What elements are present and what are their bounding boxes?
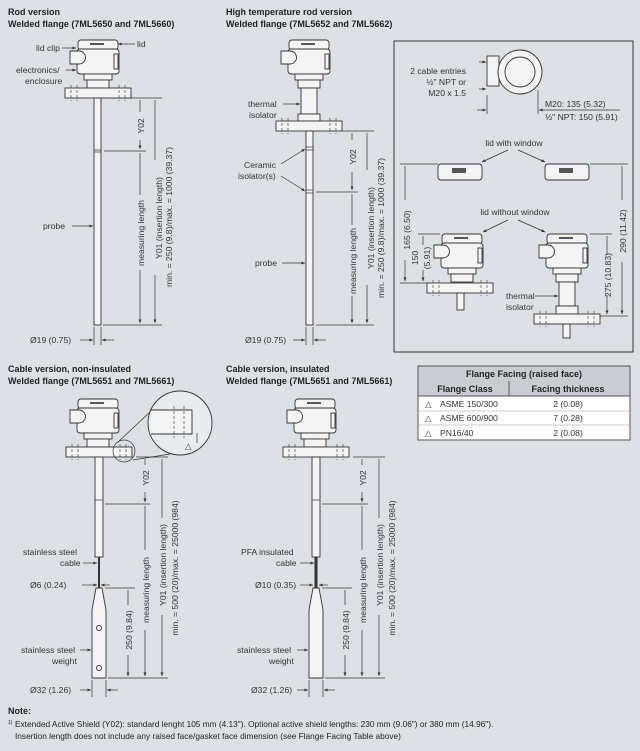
dim-weight-diameter: Ø32 (1.26) [30, 685, 71, 695]
label-isolator: isolator [249, 110, 277, 120]
cable-noninsulated-panel: Cable version, non-insulated Welded flan… [8, 364, 213, 697]
table-row: △ PN16/40 2 (0.08) [425, 428, 583, 438]
probe-rod [93, 97, 102, 326]
dim-weight-length: 250 (9.84) [341, 610, 351, 649]
hightemp-title: High temperature rod version [226, 7, 352, 17]
label-probe: probe [43, 221, 65, 231]
cell-thickness: 7 (0.28) [553, 413, 583, 423]
note-footnote-mark: 1) [8, 720, 13, 726]
dim-y01: Y01 (insertion length) [158, 524, 168, 606]
label-weight-2: weight [51, 656, 77, 666]
high-temp-rod-panel: High temperature rod version Welded flan… [226, 7, 392, 345]
note-label: Note: [8, 706, 31, 716]
cell-class: ASME 150/300 [440, 399, 498, 409]
label-ceramic-isolators: isolator(s) [238, 171, 276, 181]
label-npt: ½" NPT or [426, 77, 466, 87]
probe-rod [305, 130, 314, 326]
label-thermal: thermal [248, 99, 277, 109]
label-thermal: thermal [506, 291, 535, 301]
delta-symbol: △ [425, 413, 432, 423]
dim-y01: Y01 (insertion length) [154, 177, 164, 259]
thermal-isolator [300, 87, 318, 115]
dim-measuring-length: measuring length [348, 228, 358, 294]
table-header-thickness: Facing thickness [531, 384, 604, 394]
cable-ins-subtitle: Welded flange (7ML5651 and 7ML5661) [226, 376, 392, 386]
label-lid-with-window: lid with window [485, 138, 543, 148]
dim-290: 290 (11.42) [618, 209, 628, 252]
dim-weight-diameter: Ø32 (1.26) [251, 685, 292, 695]
cable-ni-title: Cable version, non-insulated [8, 364, 131, 374]
flange-facing-table: Flange Facing (raised face) Flange Class… [417, 365, 631, 441]
label-cable: stainless steel [23, 547, 77, 557]
dim-weight-length: 250 (9.84) [124, 610, 134, 649]
dim-150-inch: (5.91) [422, 247, 432, 270]
enclosure-dimensions-box: 2 cable entries ½" NPT or M20 x 1.5 M20:… [393, 40, 634, 353]
label-electronics: electronics/ [16, 65, 60, 75]
label-isolator: isolator [506, 302, 534, 312]
dim-275: 275 (10.83) [603, 253, 613, 297]
dim-y02: Y02 [348, 149, 358, 165]
label-lid: lid [137, 39, 146, 49]
dim-npt: ½" NPT: 150 (5.91) [545, 112, 618, 122]
dim-y02: Y02 [141, 470, 151, 486]
dim-cable-diameter: Ø6 (0.24) [30, 580, 66, 590]
label-cable: PFA insulated [241, 547, 294, 557]
table-title: Flange Facing (raised face) [466, 369, 582, 379]
label-weight: stainless steel [21, 645, 75, 655]
dim-range: min. = 250 (9.8)/max. = 1000 (39.37) [376, 158, 386, 298]
dim-range: min. = 500 (20)/max. = 25000 (984) [387, 500, 397, 635]
dim-measuring-length: measuring length [141, 557, 151, 623]
enclosure-drawing [69, 39, 120, 89]
label-weight-2: weight [268, 656, 294, 666]
cable-ni-subtitle: Welded flange (7ML5651 and 7ML5661) [8, 376, 174, 386]
label-weight: stainless steel [237, 645, 291, 655]
dim-y01: Y01 (insertion length) [375, 524, 385, 606]
dim-y01: Y01 (insertion length) [366, 187, 376, 269]
label-lid-without-window: lid without window [480, 207, 550, 217]
stainless-weight [308, 587, 324, 679]
dim-measuring-length: measuring length [136, 200, 146, 266]
cable-insulated-panel: Cable version, insulated Welded flange (… [226, 364, 397, 697]
rod-title: Rod version [8, 7, 60, 17]
cell-thickness: 2 (0.08) [553, 428, 583, 438]
cell-class: ASME 600/900 [440, 413, 498, 423]
label-cable-2: cable [276, 558, 297, 568]
cell-class: PN16/40 [440, 428, 474, 438]
table-row: △ ASME 150/300 2 (0.08) [425, 399, 583, 409]
dim-diameter: Ø19 (0.75) [245, 335, 286, 345]
label-probe: probe [255, 258, 277, 268]
label-m20: M20 x 1.5 [428, 88, 466, 98]
cable-ins-title: Cable version, insulated [226, 364, 330, 374]
cell-thickness: 2 (0.08) [553, 399, 583, 409]
delta-symbol: △ [425, 428, 432, 438]
dim-range: min. = 500 (20)/max. = 25000 (984) [170, 500, 180, 635]
label-lid-clip: lid clip [36, 43, 60, 53]
note-line-1: Extended Active Shield (Y02): standard l… [15, 719, 493, 729]
note-section: Note: 1) Extended Active Shield (Y02): s… [8, 706, 493, 741]
label-enclosure: enclosure [25, 76, 62, 86]
rod-version-panel: Rod version Welded flange (7ML5650 and 7… [8, 7, 174, 345]
label-cable-entries: 2 cable entries [410, 66, 466, 76]
dim-range: min. = 250 (9.8)/max. = 1000 (39.37) [164, 147, 174, 287]
dim-150: 150 [410, 251, 420, 266]
delta-symbol: △ [185, 441, 192, 451]
enclosure-drawing [280, 39, 331, 89]
dim-m20: M20: 135 (5.32) [545, 99, 606, 109]
table-header-class: Flange Class [437, 384, 493, 394]
dim-cable-diameter: Ø10 (0.35) [255, 580, 296, 590]
delta-symbol: △ [425, 399, 432, 409]
hightemp-subtitle: Welded flange (7ML5652 and 7ML5662) [226, 19, 392, 29]
dim-y02: Y02 [136, 118, 146, 134]
stainless-weight [91, 587, 107, 679]
label-cable-2: cable [60, 558, 81, 568]
note-line-2: Insertion length does not include any ra… [15, 731, 401, 741]
table-row: △ ASME 600/900 7 (0.28) [425, 413, 583, 423]
dim-y02: Y02 [358, 470, 368, 486]
dim-165: 165 (6.50) [402, 210, 412, 249]
dim-measuring-length: measuring length [358, 557, 368, 623]
label-ceramic: Ceramic [244, 160, 277, 170]
dim-diameter: Ø19 (0.75) [30, 335, 71, 345]
rod-subtitle: Welded flange (7ML5650 and 7ML5660) [8, 19, 174, 29]
